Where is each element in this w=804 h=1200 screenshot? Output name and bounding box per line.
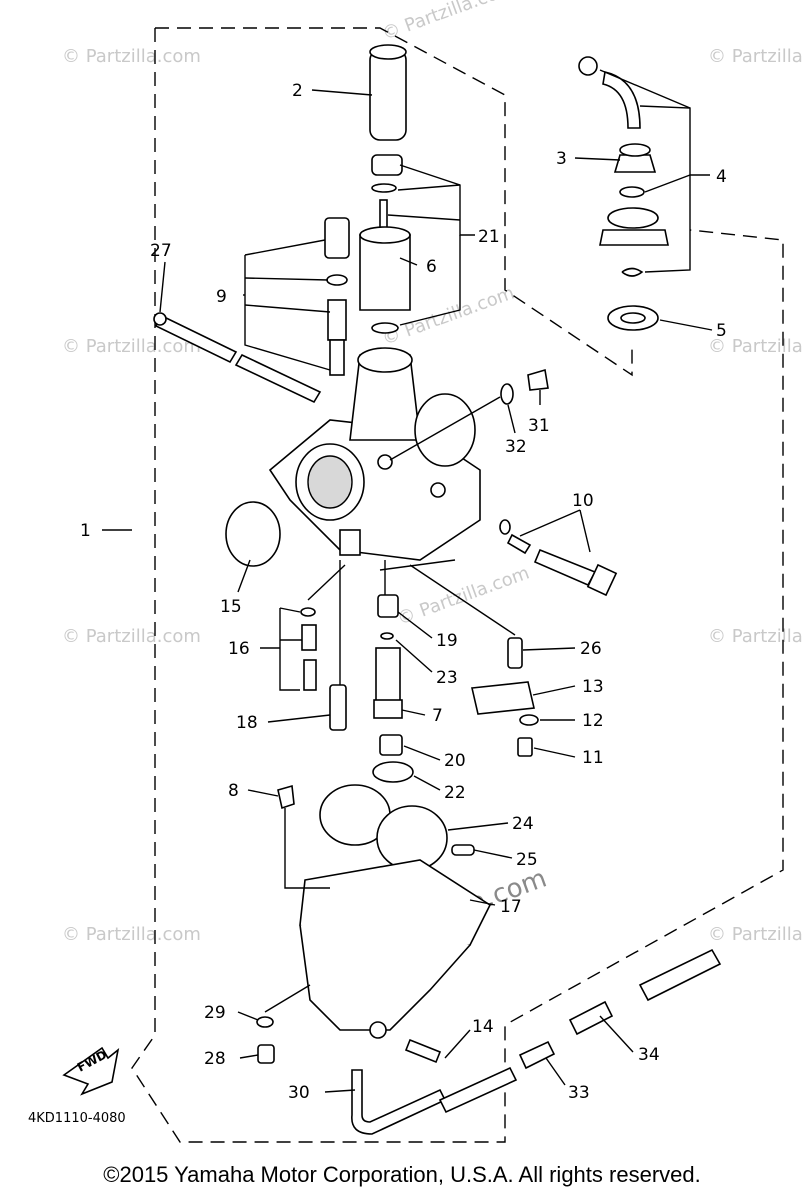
callout-31: 31 bbox=[528, 416, 550, 436]
part-22-washer bbox=[372, 761, 414, 783]
part-12-washer bbox=[519, 714, 539, 726]
callout-3: 3 bbox=[556, 149, 567, 169]
part-14-drain-screw bbox=[404, 1038, 442, 1064]
callouts: 1 2 3 4 5 6 7 8 9 10 11 12 13 14 15 16 1… bbox=[80, 81, 727, 1103]
callout-6: 6 bbox=[426, 257, 437, 277]
part-29-washer bbox=[256, 1016, 274, 1028]
callout-19: 19 bbox=[436, 631, 458, 651]
watermark: © Partzilla.com bbox=[395, 562, 533, 629]
callout-18: 18 bbox=[236, 713, 258, 733]
callout-22: 22 bbox=[444, 783, 466, 803]
callout-17: 17 bbox=[500, 897, 522, 917]
watermark: © Partzilla.com bbox=[708, 336, 804, 357]
part-24-float bbox=[319, 784, 448, 871]
callout-10: 10 bbox=[572, 491, 594, 511]
watermark: © Partzilla.com bbox=[62, 336, 201, 357]
leader-lines bbox=[102, 69, 713, 1093]
callout-9: 9 bbox=[216, 287, 227, 307]
part-11-screw bbox=[517, 737, 533, 757]
part-6-throttle-valve bbox=[359, 226, 411, 334]
part-7-needle-jet bbox=[373, 594, 403, 719]
part-4-group bbox=[578, 56, 669, 277]
callout-15: 15 bbox=[220, 597, 242, 617]
fwd-arrow: FWD bbox=[62, 1046, 120, 1096]
callout-7: 7 bbox=[432, 706, 443, 726]
part-5-washer bbox=[607, 305, 659, 331]
watermark: © Partzilla.com bbox=[380, 0, 518, 45]
part-31-32-screw bbox=[500, 368, 549, 405]
part-30-hose-tail bbox=[438, 1066, 518, 1114]
float-bowl bbox=[299, 859, 492, 1039]
part-8-screw bbox=[277, 784, 295, 810]
callout-4: 4 bbox=[716, 167, 727, 187]
watermark: © Partzilla.com bbox=[62, 924, 201, 945]
callout-16: 16 bbox=[228, 639, 250, 659]
part-code: 4KD1110-4080 bbox=[28, 1111, 126, 1126]
callout-2: 2 bbox=[292, 81, 303, 101]
copyright-notice: ©2015 Yamaha Motor Corporation, U.S.A. A… bbox=[103, 1162, 701, 1187]
callout-20: 20 bbox=[444, 751, 466, 771]
part-10-pilot-screw bbox=[499, 519, 618, 597]
carburetor-body bbox=[268, 347, 481, 561]
callout-14: 14 bbox=[472, 1017, 494, 1037]
callout-27: 27 bbox=[150, 241, 172, 261]
part-28-plug bbox=[257, 1044, 275, 1064]
assembly-outline bbox=[131, 27, 784, 1143]
callout-8: 8 bbox=[228, 781, 239, 801]
part-34-hose-tail bbox=[638, 948, 722, 1002]
callout-26: 26 bbox=[580, 639, 602, 659]
callout-32: 32 bbox=[505, 437, 527, 457]
watermark: © Partzilla.com bbox=[708, 924, 804, 945]
watermark: © Partzilla.com bbox=[62, 626, 201, 647]
part-25-pin bbox=[451, 844, 475, 856]
callout-21: 21 bbox=[478, 227, 500, 247]
part-18-pilot-jet bbox=[329, 684, 347, 731]
watermark: © Partzilla.com bbox=[62, 46, 201, 67]
callout-5: 5 bbox=[716, 321, 727, 341]
part-27-hose bbox=[153, 312, 322, 404]
callout-33: 33 bbox=[568, 1083, 590, 1103]
part-33-fitting bbox=[518, 1040, 556, 1070]
part-16-set bbox=[300, 607, 317, 691]
callout-25: 25 bbox=[516, 850, 538, 870]
part-21-needle bbox=[371, 154, 403, 236]
part-20-main-jet bbox=[379, 734, 403, 756]
part-26-jet bbox=[507, 637, 523, 669]
part-15-o-ring bbox=[225, 501, 281, 567]
part-34-hose bbox=[568, 1000, 614, 1036]
callout-30: 30 bbox=[288, 1083, 310, 1103]
watermark: © Partzilla.com bbox=[708, 46, 804, 67]
part-30-hose bbox=[351, 1069, 447, 1135]
callout-24: 24 bbox=[512, 814, 534, 834]
callout-11: 11 bbox=[582, 748, 604, 768]
callout-28: 28 bbox=[204, 1049, 226, 1069]
callout-12: 12 bbox=[582, 711, 604, 731]
callout-23: 23 bbox=[436, 668, 458, 688]
callout-1: 1 bbox=[80, 521, 91, 541]
part-2-cap bbox=[369, 44, 407, 141]
watermark: © Partzilla.com bbox=[708, 626, 804, 647]
callout-34: 34 bbox=[638, 1045, 660, 1065]
part-9-starter-set bbox=[324, 217, 350, 376]
part-13-gasket bbox=[471, 681, 535, 715]
callout-29: 29 bbox=[204, 1003, 226, 1023]
callout-13: 13 bbox=[582, 677, 604, 697]
